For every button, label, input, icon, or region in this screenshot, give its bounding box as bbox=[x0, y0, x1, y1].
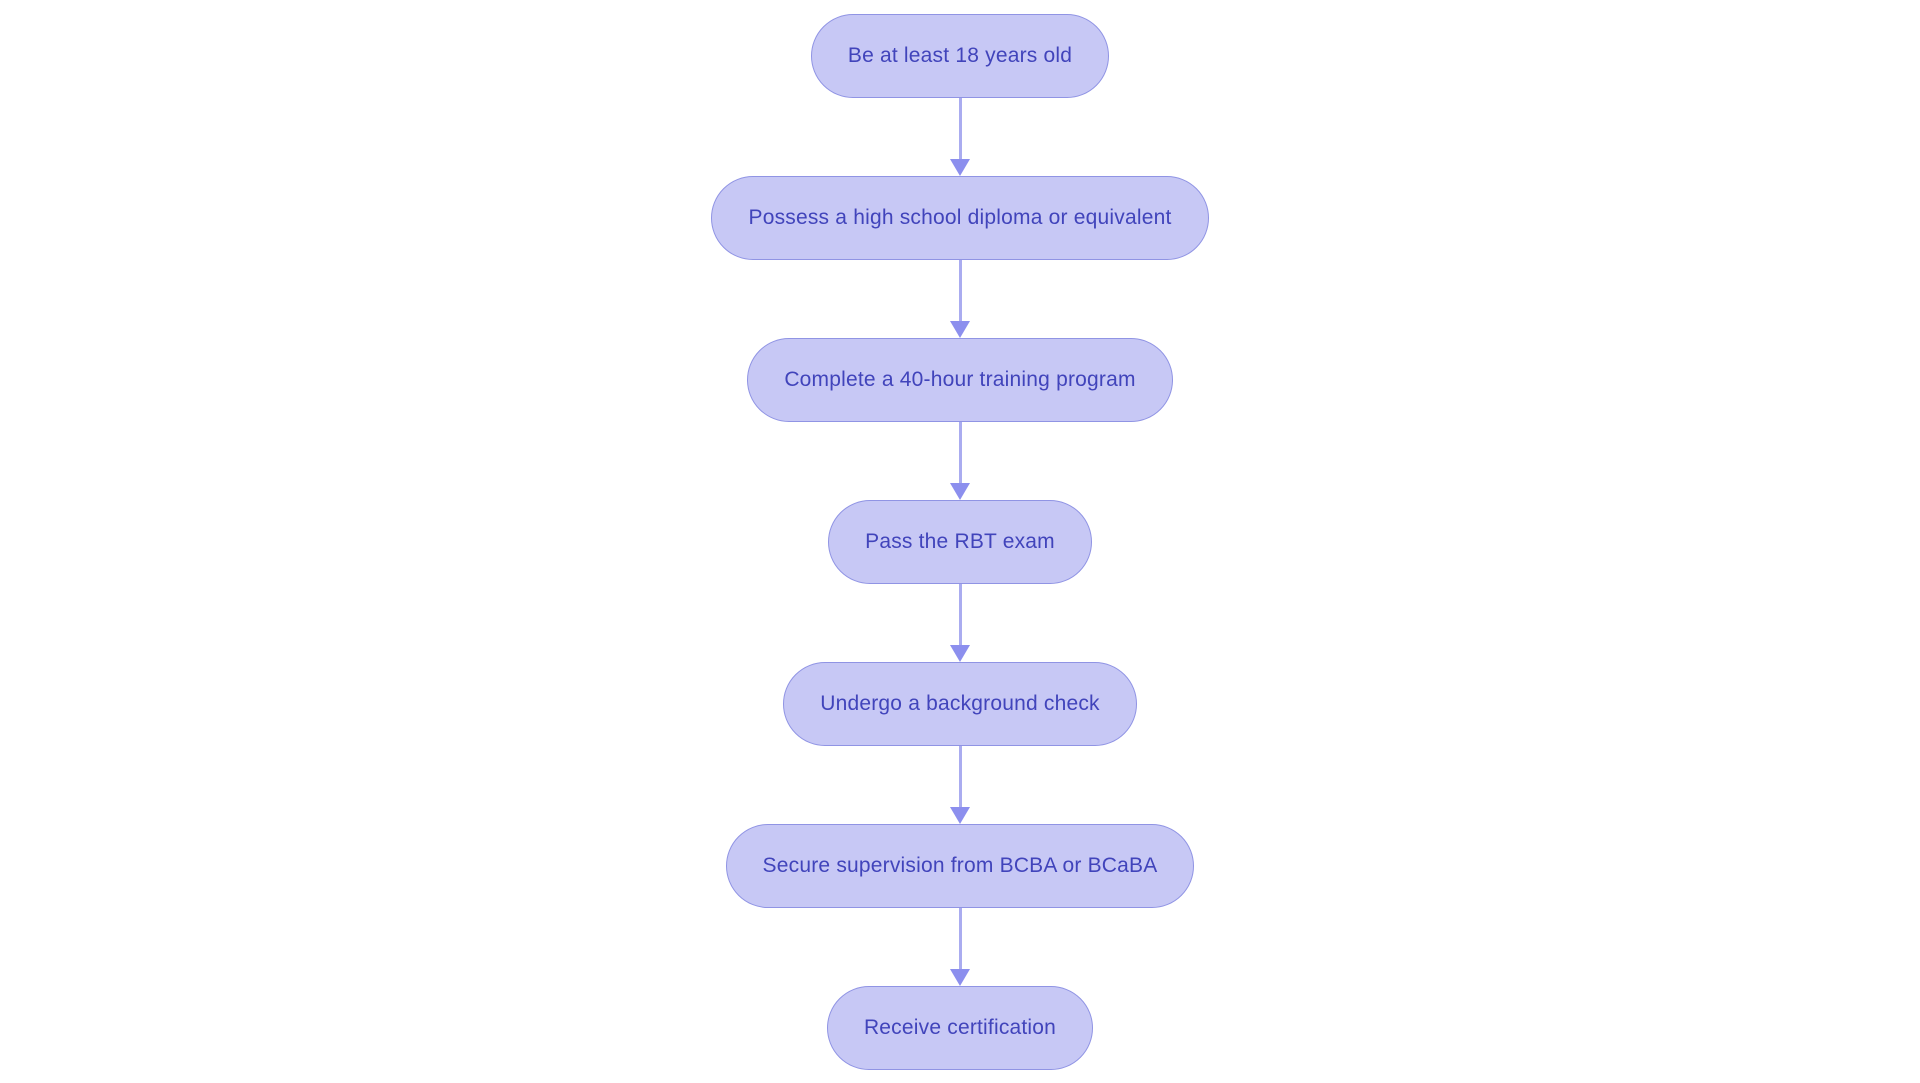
arrow-line bbox=[958, 746, 962, 807]
arrow-6-7 bbox=[948, 908, 972, 986]
arrow-line bbox=[958, 260, 962, 321]
node-rbt-exam: Pass the RBT exam bbox=[828, 500, 1092, 584]
node-background-check-label: Undergo a background check bbox=[820, 692, 1100, 715]
node-hs-diploma-label: Possess a high school diploma or equival… bbox=[748, 206, 1172, 229]
arrowhead-down-icon bbox=[950, 483, 970, 500]
node-supervision: Secure supervision from BCBA or BCaBA bbox=[725, 824, 1195, 908]
node-training-40hr-label: Complete a 40-hour training program bbox=[784, 368, 1136, 391]
node-certification: Receive certification bbox=[826, 986, 1094, 1070]
node-background-check: Undergo a background check bbox=[783, 662, 1137, 746]
node-age-18-label: Be at least 18 years old bbox=[847, 44, 1073, 67]
node-age-18: Be at least 18 years old bbox=[810, 14, 1110, 98]
arrow-1-2 bbox=[948, 98, 972, 176]
arrowhead-down-icon bbox=[950, 807, 970, 824]
arrowhead-down-icon bbox=[950, 645, 970, 662]
arrow-5-6 bbox=[948, 746, 972, 824]
arrow-line bbox=[958, 908, 962, 969]
arrow-line bbox=[958, 584, 962, 645]
arrowhead-down-icon bbox=[950, 321, 970, 338]
arrow-line bbox=[958, 98, 962, 159]
node-certification-label: Receive certification bbox=[863, 1016, 1057, 1039]
node-supervision-label: Secure supervision from BCBA or BCaBA bbox=[762, 854, 1158, 877]
arrowhead-down-icon bbox=[950, 159, 970, 176]
node-training-40hr: Complete a 40-hour training program bbox=[747, 338, 1173, 422]
arrow-2-3 bbox=[948, 260, 972, 338]
flowchart: Be at least 18 years old Possess a high … bbox=[0, 14, 1920, 1070]
node-hs-diploma: Possess a high school diploma or equival… bbox=[711, 176, 1209, 260]
arrow-4-5 bbox=[948, 584, 972, 662]
arrow-3-4 bbox=[948, 422, 972, 500]
arrow-line bbox=[958, 422, 962, 483]
arrowhead-down-icon bbox=[950, 969, 970, 986]
node-rbt-exam-label: Pass the RBT exam bbox=[865, 530, 1055, 553]
